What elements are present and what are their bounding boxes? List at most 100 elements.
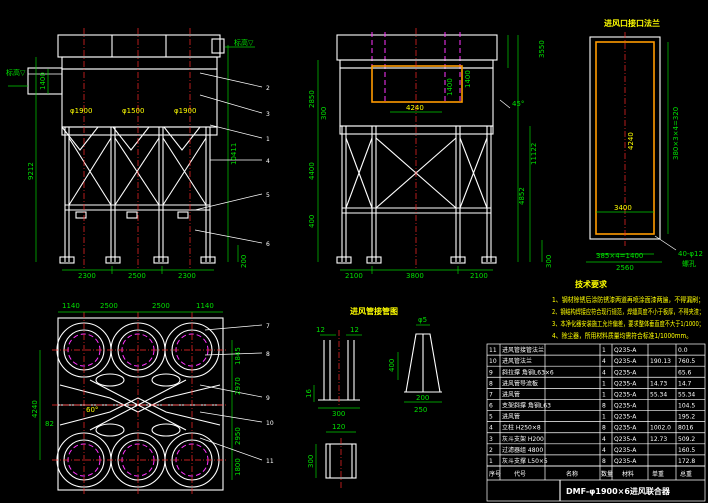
bom-cell: 灰斗支架 H200	[502, 435, 544, 443]
bom-cell: 4	[602, 447, 606, 454]
side-top-dim-1: 3550	[538, 40, 546, 58]
plan-angle: 60°	[86, 406, 98, 414]
front-duct-1: φ1900	[70, 107, 92, 115]
bom-cell: 7	[489, 391, 493, 398]
detail-small-dim-1: 120	[332, 423, 345, 431]
bom-cell: 55.34	[650, 391, 667, 398]
front-elevation	[8, 28, 263, 274]
front-dim-3: 2300	[178, 272, 196, 280]
bom-cell: Q235-A	[614, 391, 637, 398]
front-callout-3: 3	[266, 111, 270, 118]
bom-cell: 160.5	[678, 447, 695, 454]
flange-note: 螺孔	[682, 259, 696, 268]
bom-cell: 1	[489, 458, 493, 465]
detail-col-dim-3: 16	[305, 389, 313, 398]
bom-cell: 3	[489, 436, 493, 443]
side-left-dim-4: 400	[308, 215, 316, 228]
bom-cell: 1	[602, 391, 606, 398]
bom-cell: Q235-A	[614, 380, 637, 387]
detail-col-dim-1: 12	[316, 326, 325, 334]
plan-top-dim-2: 2500	[100, 302, 118, 310]
front-callout-4: 4	[266, 158, 270, 165]
bom-cell: 14.7	[678, 380, 692, 387]
bom-h-code: 代号	[514, 470, 526, 478]
front-dim-1: 2300	[78, 272, 96, 280]
bom-cell: 1	[602, 380, 606, 387]
bom-h-no: 序号	[489, 470, 501, 478]
bom-cell: 172.8	[678, 458, 695, 465]
side-angle: 45°	[512, 100, 524, 108]
bom-cell: 9	[489, 369, 493, 376]
bom-cell: Q235-A	[614, 447, 637, 454]
plan-callout-10: 10	[266, 420, 274, 427]
bom-cell: 5	[489, 414, 493, 421]
side-elevation	[317, 28, 543, 274]
tech-note-1: 1、钢材除锈后涂防锈漆两道再喷涂面漆两遍，不得漏刷；	[552, 295, 704, 304]
plan-left-dim-1: 4240	[31, 400, 39, 418]
side-mid-dim: 4240	[406, 104, 424, 112]
bom-cell: 195.2	[678, 414, 695, 421]
bom-cell: 1	[602, 414, 606, 421]
front-callout-6: 6	[266, 241, 270, 248]
bom-cell: 1	[602, 347, 606, 354]
front-duct-2: φ1500	[122, 107, 144, 115]
bom-cell: 104.5	[678, 403, 695, 410]
bom-cell: 11	[489, 347, 497, 354]
side-right-dim-1: 11122	[530, 143, 538, 165]
flange-dim-5: 40-φ12	[678, 250, 703, 258]
detail-column-title: 进风管接管图	[350, 306, 398, 316]
bom-cell: 斜拉撑 角钢L63×6	[502, 368, 554, 376]
plan-top-dim-3: 2500	[152, 302, 170, 310]
flange-dim-1: 380×3×4=320	[672, 107, 680, 160]
side-left-dim-3: 4400	[308, 162, 316, 180]
side-texts: 3550 1400 2850 300 4400 400 11122 4852 3…	[308, 40, 553, 280]
bom-cell: 立柱 H250×8	[502, 424, 541, 432]
bom-cell: Q235-A	[614, 358, 637, 365]
bom-h-qty: 数量	[601, 470, 613, 478]
side-right-dim-3: 300	[545, 255, 553, 268]
bom-cell: Q235-A	[614, 458, 637, 465]
plan-top-dim-4: 1140	[196, 302, 214, 310]
bom-cell: 10	[489, 358, 497, 365]
bom-cell: Q235-A	[614, 414, 637, 421]
detail-cone-dim-4: 250	[414, 406, 427, 414]
bom-cell: 灰斗支撑 L50×5	[502, 457, 548, 465]
bom-header: 序号 代号 名称 数量 材料 单重 总重 DMF-φ1900×6进风联合器	[489, 470, 692, 496]
bom-h-totalwt: 总重	[680, 470, 692, 478]
bom-cell: 进风管接管法兰	[502, 346, 544, 354]
bom-cell: 支架斜撑 角钢L63	[502, 402, 551, 410]
bom-h-material: 材料	[622, 470, 634, 478]
flange-dim-4: 385×4=1400	[596, 252, 643, 260]
bom-cell: 进风管	[502, 390, 520, 398]
detail-cone-dim-1: φ5	[418, 316, 427, 324]
bom-cell: Q235-A	[614, 347, 637, 354]
side-right-dim-2: 4852	[518, 187, 526, 205]
bom-cell: 进风管导流板	[502, 379, 538, 387]
bom-h-name: 名称	[566, 470, 578, 478]
flange-texts: 进风口接口法兰 380×3×4=320 4240 3400 385×4=1400…	[596, 18, 703, 272]
bom-cell: 过滤器组 4800	[502, 446, 543, 454]
plan-right-dim-1: 1845	[234, 347, 242, 365]
bom-cell: 8016	[678, 425, 693, 432]
front-vdim-2: 9212	[27, 162, 35, 180]
bom-cell: 4	[602, 369, 606, 376]
plan-right-dim-3: 2950	[234, 427, 242, 445]
side-bottom-dim-3: 2100	[470, 272, 488, 280]
side-left-dim-1: 2850	[308, 90, 316, 108]
side-left-dim-2: 300	[320, 107, 328, 120]
plan-left-dim-2: 82	[45, 420, 54, 428]
bom-cell: 1002.0	[650, 425, 671, 432]
side-bottom-dim-2: 3800	[406, 272, 424, 280]
detail-small-dim-2: 300	[307, 455, 315, 468]
detail-small	[315, 431, 357, 488]
bom-cell: 4	[489, 425, 493, 432]
front-elev-top: 标高▽	[234, 38, 254, 47]
plan-callout-7: 7	[266, 323, 270, 330]
front-vdim-3: 10411	[230, 143, 238, 165]
plan-right-dim-4: 1800	[234, 458, 242, 476]
side-top-dim-2: 1400	[464, 70, 472, 88]
tech-notes: 技术要求 1、钢材除锈后涂防锈漆两道再喷涂面漆两遍，不得漏刷； 2、钢结构焊接应…	[552, 279, 704, 340]
flange-dim-3: 3400	[614, 204, 632, 212]
plan-top-dim-1: 1140	[62, 302, 80, 310]
bom-cell: 8	[489, 380, 493, 387]
